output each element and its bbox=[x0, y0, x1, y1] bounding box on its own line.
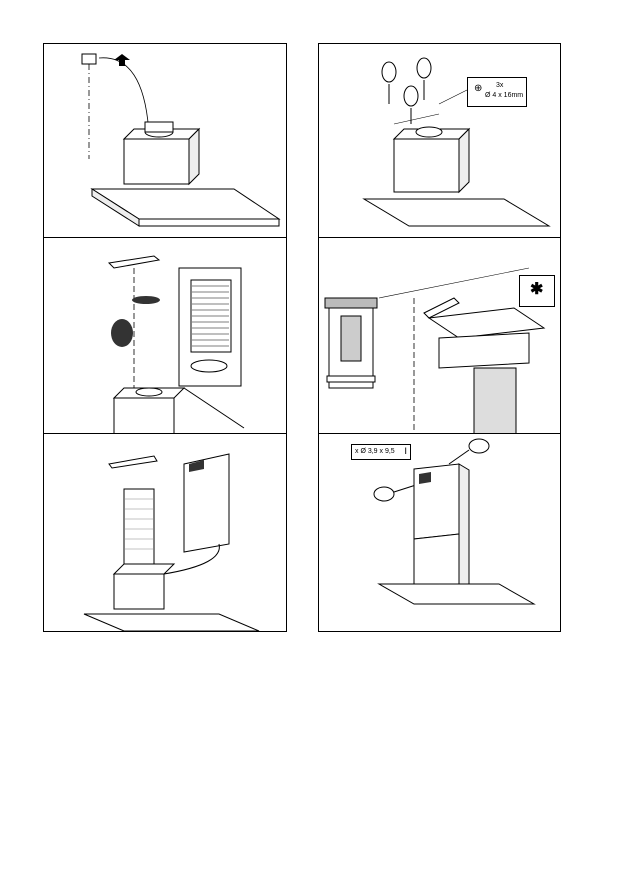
panel-2-screws-fixing: 3x Ø 4 x 16mm ⊕ bbox=[318, 43, 561, 239]
screw-icon: ⊕ bbox=[474, 84, 482, 94]
screw-callout-box: 3x Ø 4 x 16mm ⊕ bbox=[467, 77, 527, 107]
chimney-screws-illustration bbox=[319, 434, 560, 631]
duct-filter-illustration bbox=[44, 238, 286, 434]
panel-3-duct-and-filter bbox=[43, 237, 287, 435]
chimney-screw-spec: x Ø 3,9 x 9,5 bbox=[355, 448, 395, 456]
panel-6-chimney-screws: x Ø 3,9 x 9,5 Ⅰ bbox=[318, 433, 561, 632]
chimney-fitting-illustration bbox=[44, 434, 286, 631]
screw-size-label: Ø 4 x 16mm bbox=[485, 92, 523, 100]
panel-4-recirculation-kit: ✱ bbox=[318, 237, 561, 435]
screw-count-label: 3x bbox=[496, 82, 503, 90]
recirculation-symbol-box: ✱ bbox=[519, 275, 555, 307]
asterisk-icon: ✱ bbox=[530, 281, 543, 299]
screw-fixing-illustration bbox=[319, 44, 560, 238]
chimney-screw-callout: x Ø 3,9 x 9,5 Ⅰ bbox=[351, 444, 411, 460]
recirculation-illustration bbox=[319, 238, 560, 434]
panel-5-chimney-fitting bbox=[43, 433, 287, 632]
panel-1-bracket-and-hood bbox=[43, 43, 287, 239]
screw-icon: Ⅰ bbox=[404, 446, 407, 457]
hood-bracket-illustration bbox=[44, 44, 286, 238]
